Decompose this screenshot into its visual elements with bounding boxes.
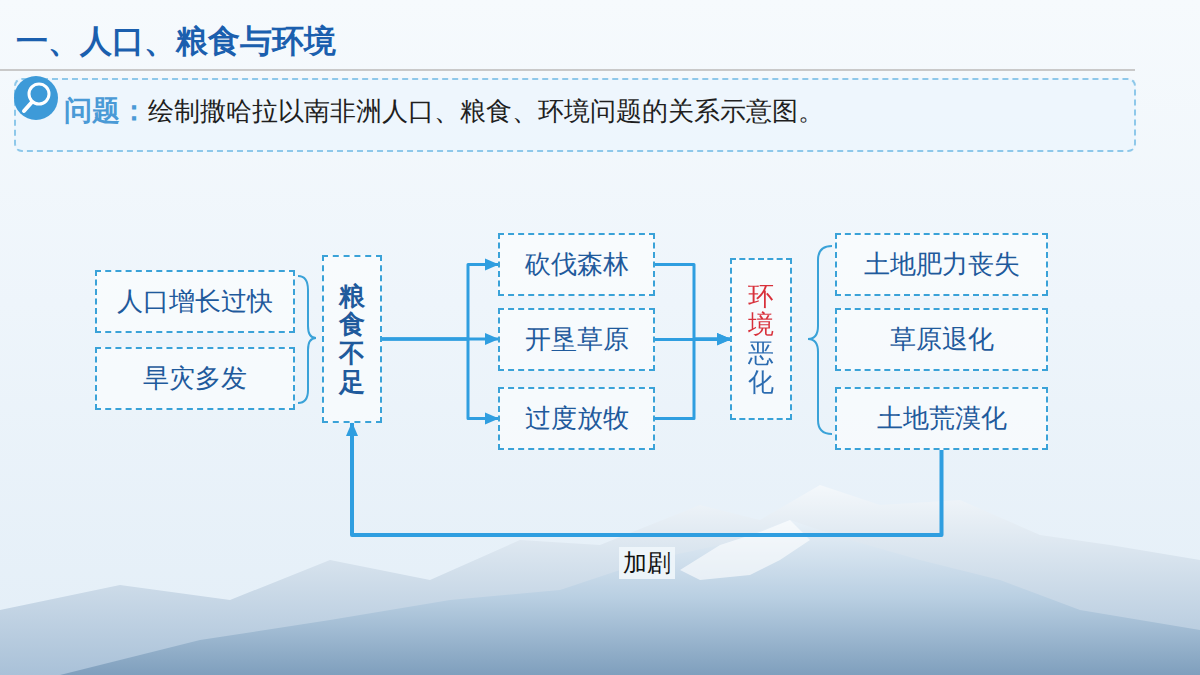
edge-label: 加剧 — [619, 547, 675, 579]
process-box: 草原退化 — [835, 308, 1048, 371]
box-text: 草原退化 — [890, 322, 994, 357]
question-tag: 问题： — [64, 92, 148, 130]
snow-cap — [680, 520, 810, 580]
magnifier-handle — [24, 102, 32, 111]
flow-arrow — [655, 265, 730, 340]
mountain-back — [0, 485, 1200, 675]
process-box: 开垦草原 — [498, 308, 655, 371]
box-text: 环境恶化 — [748, 282, 774, 396]
box-text: 土地肥力丧失 — [864, 247, 1020, 282]
box-text: 土地荒漠化 — [877, 401, 1007, 436]
mountain-front — [60, 520, 1200, 675]
box-text: 旱灾多发 — [143, 361, 247, 396]
title-rule — [0, 69, 1135, 71]
process-box: 砍伐森林 — [498, 233, 655, 296]
process-box: 过度放牧 — [498, 387, 655, 450]
vertical-box: 粮食不足 — [322, 255, 382, 423]
process-box: 土地肥力丧失 — [835, 233, 1048, 296]
process-box: 人口增长过快 — [95, 270, 295, 333]
group-brace — [298, 276, 316, 403]
question-text: 绘制撒哈拉以南非洲人口、粮食、环境问题的关系示意图。 — [148, 94, 824, 129]
flow-arrow — [382, 265, 498, 340]
box-text: 人口增长过快 — [117, 284, 273, 319]
page-title: 一、人口、粮食与环境 — [16, 20, 336, 64]
flow-arrow — [382, 339, 498, 419]
flow-arrow — [655, 339, 730, 419]
box-text: 过度放牧 — [525, 401, 629, 436]
vertical-box: 环境恶化 — [730, 258, 792, 420]
box-text: 砍伐森林 — [525, 247, 629, 282]
group-brace — [808, 246, 832, 434]
process-box: 土地荒漠化 — [835, 387, 1048, 450]
box-text: 粮食不足 — [339, 282, 365, 396]
magnifier-badge — [14, 76, 58, 120]
box-text: 开垦草原 — [525, 322, 629, 357]
process-box: 旱灾多发 — [95, 347, 295, 410]
question-line: 问题：绘制撒哈拉以南非洲人口、粮食、环境问题的关系示意图。 — [64, 92, 824, 130]
